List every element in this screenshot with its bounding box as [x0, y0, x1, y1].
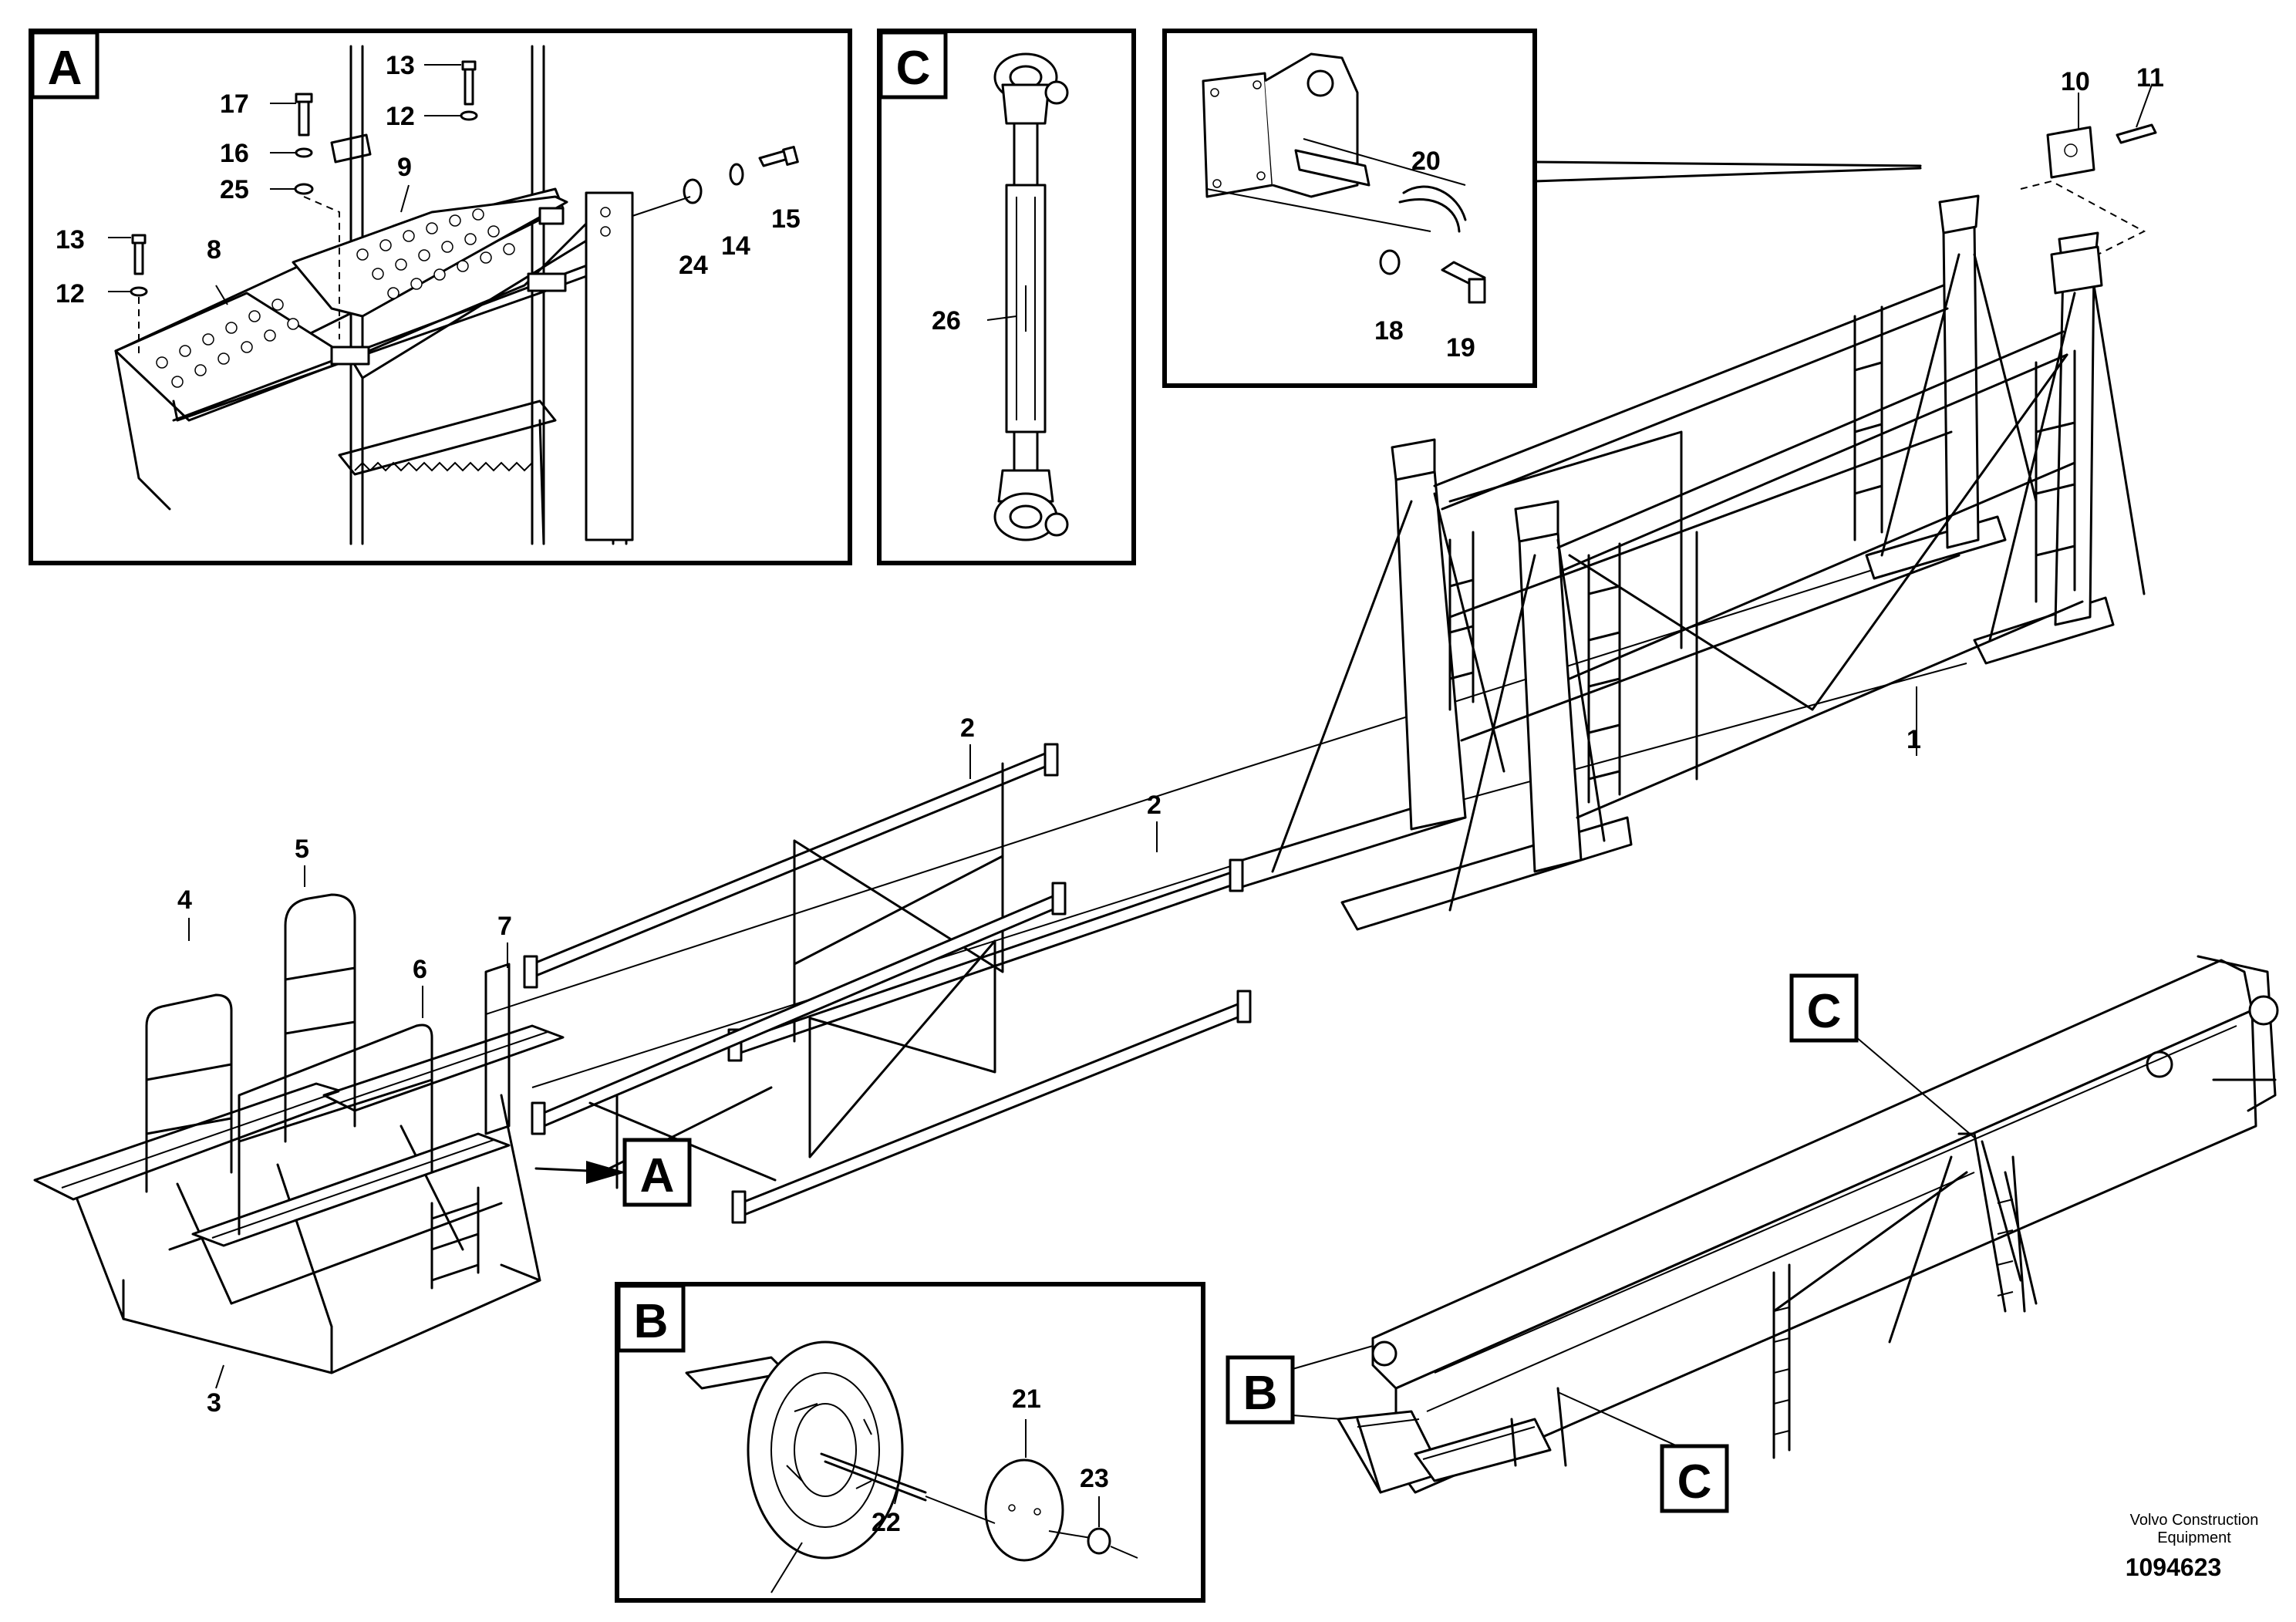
callout-2-upper: 2	[960, 713, 975, 743]
callout-6: 6	[413, 955, 427, 984]
detail-b-panel: B	[615, 1282, 1205, 1603]
main-tag-a: A	[534, 1138, 692, 1207]
fastener-bolt-13-top	[461, 60, 477, 106]
overview-tag-c-top: C	[1789, 973, 1975, 1138]
indicator-disc	[747, 1340, 904, 1560]
drawing-number: 1094623	[2126, 1553, 2222, 1581]
footer: Volvo Construction Equipment 1094623	[2126, 1512, 2259, 1581]
company-name-line1: Volvo Construction	[2130, 1512, 2259, 1529]
washer-14	[729, 163, 744, 186]
callout-7: 7	[497, 912, 512, 941]
detail-c-label: C	[878, 30, 948, 99]
callout-20: 20	[1411, 147, 1441, 176]
detail-pin-panel	[1162, 29, 1922, 388]
rod-22	[820, 1452, 927, 1502]
bracket-plate	[1202, 52, 1371, 198]
callout-2-lower: 2	[1147, 791, 1161, 820]
handrail-4	[145, 993, 233, 1193]
callout-14: 14	[721, 231, 750, 261]
callout-26: 26	[932, 306, 961, 336]
callout-numbers: 17 16 25 13 12 9 13 12 8 24 14 15 26 20 …	[56, 51, 2164, 1537]
detail-c-panel: C	[877, 29, 1136, 565]
fastener-bolt-13-left	[131, 234, 147, 275]
pin-19	[1441, 261, 1486, 304]
svg-text:C: C	[1677, 1455, 1712, 1509]
callout-10: 10	[2061, 67, 2090, 96]
svg-text:A: A	[48, 42, 83, 95]
callout-11: 11	[2136, 63, 2164, 93]
callout-8: 8	[207, 235, 221, 265]
fastener-bolt-17	[295, 93, 313, 137]
dial-plate-21	[984, 1458, 1064, 1562]
washer-16	[295, 147, 313, 158]
handrail-5	[284, 893, 356, 1143]
washer-12-left	[130, 286, 148, 297]
callout-3: 3	[207, 1388, 221, 1418]
svg-text:B: B	[1243, 1367, 1278, 1420]
detail-a-panel: A	[29, 29, 852, 565]
callout-15: 15	[771, 204, 801, 234]
company-name-line2: Equipment	[2157, 1529, 2231, 1546]
callout-4: 4	[177, 885, 192, 915]
callout-22: 22	[872, 1508, 901, 1537]
callout-12-top: 12	[386, 102, 415, 131]
fastener-bolt-15	[758, 146, 799, 167]
detail-a-label: A	[30, 30, 99, 99]
callout-13-left: 13	[56, 225, 85, 255]
tower-ladders	[1448, 305, 2076, 804]
hairpin-clip-20	[1398, 185, 1467, 233]
overview-tag-b: B	[1226, 1345, 1374, 1425]
callout-21: 21	[1012, 1384, 1041, 1414]
svg-text:B: B	[634, 1295, 669, 1348]
turnbuckle	[993, 52, 1069, 541]
handrail-6	[238, 1023, 433, 1236]
handrail-7	[430, 963, 511, 1290]
truss-section-2-upper	[523, 743, 1244, 1062]
overview-assembly	[1337, 955, 2279, 1494]
callout-13-top: 13	[386, 51, 415, 80]
callout-1: 1	[1907, 725, 1921, 754]
platform-grating	[33, 1024, 565, 1247]
callout-12-left: 12	[56, 279, 85, 309]
washer-18	[1379, 249, 1401, 275]
callout-25: 25	[220, 175, 249, 204]
main-assembly	[33, 84, 2157, 1374]
callout-24: 24	[679, 251, 708, 280]
svg-text:C: C	[896, 42, 931, 95]
callout-9: 9	[397, 153, 412, 182]
washer-25	[294, 183, 314, 195]
washer-24	[683, 178, 703, 204]
washer-12-top	[460, 110, 478, 121]
nut-23	[1087, 1527, 1111, 1555]
callout-16: 16	[220, 139, 249, 168]
tower-frame-1	[1229, 194, 2146, 931]
pin-bracket-10-11	[2020, 84, 2157, 295]
callout-23: 23	[1080, 1464, 1109, 1493]
svg-text:C: C	[1807, 985, 1842, 1038]
overview-tag-c-bottom: C	[1557, 1391, 1729, 1513]
detail-b-label: B	[616, 1283, 686, 1353]
svg-text:A: A	[640, 1149, 675, 1202]
callout-5: 5	[295, 835, 309, 864]
callout-19: 19	[1446, 333, 1475, 363]
callout-18: 18	[1374, 316, 1404, 346]
callout-17: 17	[220, 89, 249, 119]
grating-holes	[156, 208, 515, 388]
